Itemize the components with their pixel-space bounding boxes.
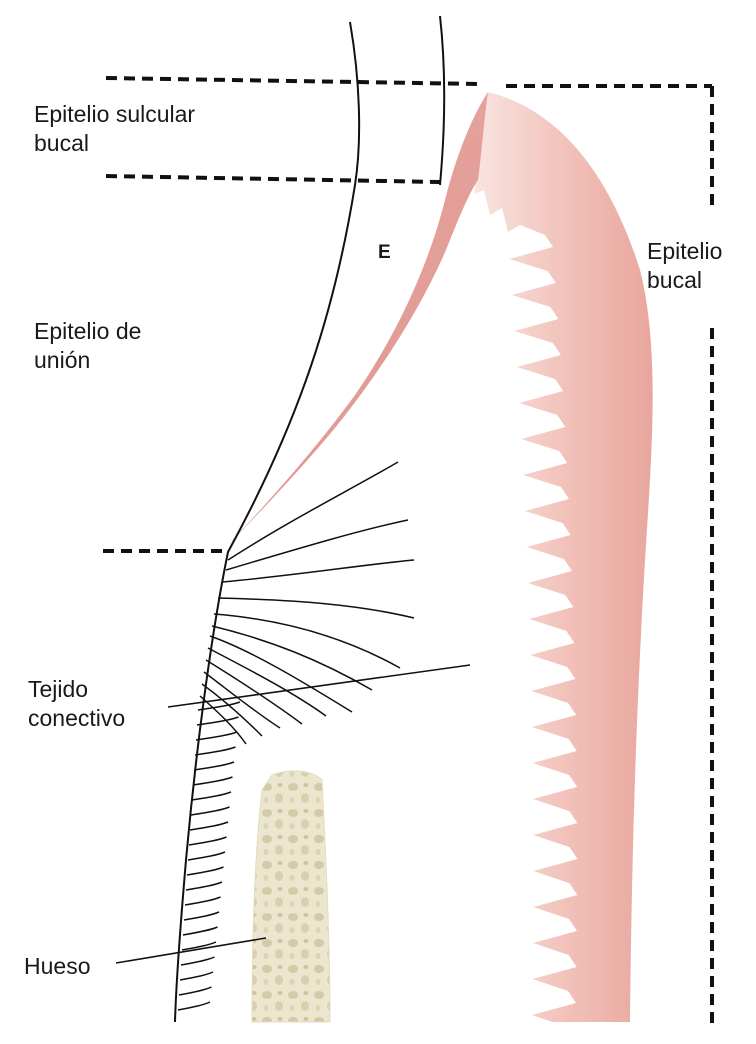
collagen-fiber (207, 647, 327, 717)
collagen-fiber (190, 806, 230, 816)
label-line: Epitelio de (34, 318, 142, 344)
tejido-pointer (167, 664, 471, 708)
collagen-fiber (184, 896, 221, 906)
collagen-fiber (201, 683, 263, 737)
collagen-fiber (227, 461, 399, 561)
collagen-fiber (179, 971, 214, 981)
collagen-fiber (193, 761, 235, 771)
hueso-pointer (115, 937, 267, 964)
collagen-fiber (191, 791, 232, 801)
label-line: conectivo (28, 705, 126, 731)
collagen-fiber (217, 597, 415, 619)
collagen-fiber (177, 1001, 211, 1011)
collagen-fiber (194, 746, 236, 756)
collagen-fiber (180, 956, 215, 966)
collagen-fiber (192, 776, 233, 786)
dashed-markers (103, 76, 714, 1030)
collagen-fiber (196, 716, 239, 726)
collagen-fiber (205, 659, 303, 725)
collagen-fiber (181, 941, 217, 951)
collagen-fiber (195, 731, 238, 741)
collagen-fiber (186, 866, 224, 876)
collagen-fiber (197, 701, 241, 711)
collagen-fiber (187, 851, 226, 861)
label-epitelio-de-union: Epitelio de unión (34, 317, 141, 375)
label-epitelio-bucal: Epitelio bucal (647, 237, 722, 295)
collagen-fiber (209, 635, 353, 713)
label-enamel: E (378, 242, 391, 263)
label-tejido-conectivo: Tejido conectivo (28, 675, 125, 733)
collagen-fiber (221, 559, 415, 583)
label-line: Epitelio (647, 238, 723, 264)
bone (251, 770, 331, 1023)
collagen-fiber (182, 926, 218, 936)
label-line: bucal (34, 130, 89, 156)
collagen-fiber (211, 625, 373, 691)
collagen-fiber (178, 986, 212, 996)
collagen-fiber (225, 519, 409, 571)
tooth-surface-line (174, 21, 361, 1023)
collagen-fiber (188, 836, 227, 846)
collagen-fiber (213, 613, 401, 669)
enamel-inner-line (439, 15, 446, 186)
label-line: Epitelio sulcular (34, 101, 196, 127)
collagen-fiber (189, 821, 229, 831)
oral-epithelium (470, 92, 653, 1022)
label-line: bucal (647, 267, 702, 293)
collagen-fiber (203, 671, 281, 729)
collagen-fiber (199, 695, 247, 745)
label-line: Tejido (28, 676, 89, 702)
collagen-fiber (185, 881, 223, 891)
label-epitelio-sulcular-bucal: Epitelio sulcular bucal (34, 100, 195, 158)
label-line: unión (34, 347, 91, 373)
label-hueso: Hueso (24, 953, 91, 979)
collagen-fiber (183, 911, 220, 921)
connective-fibers (177, 461, 415, 1011)
